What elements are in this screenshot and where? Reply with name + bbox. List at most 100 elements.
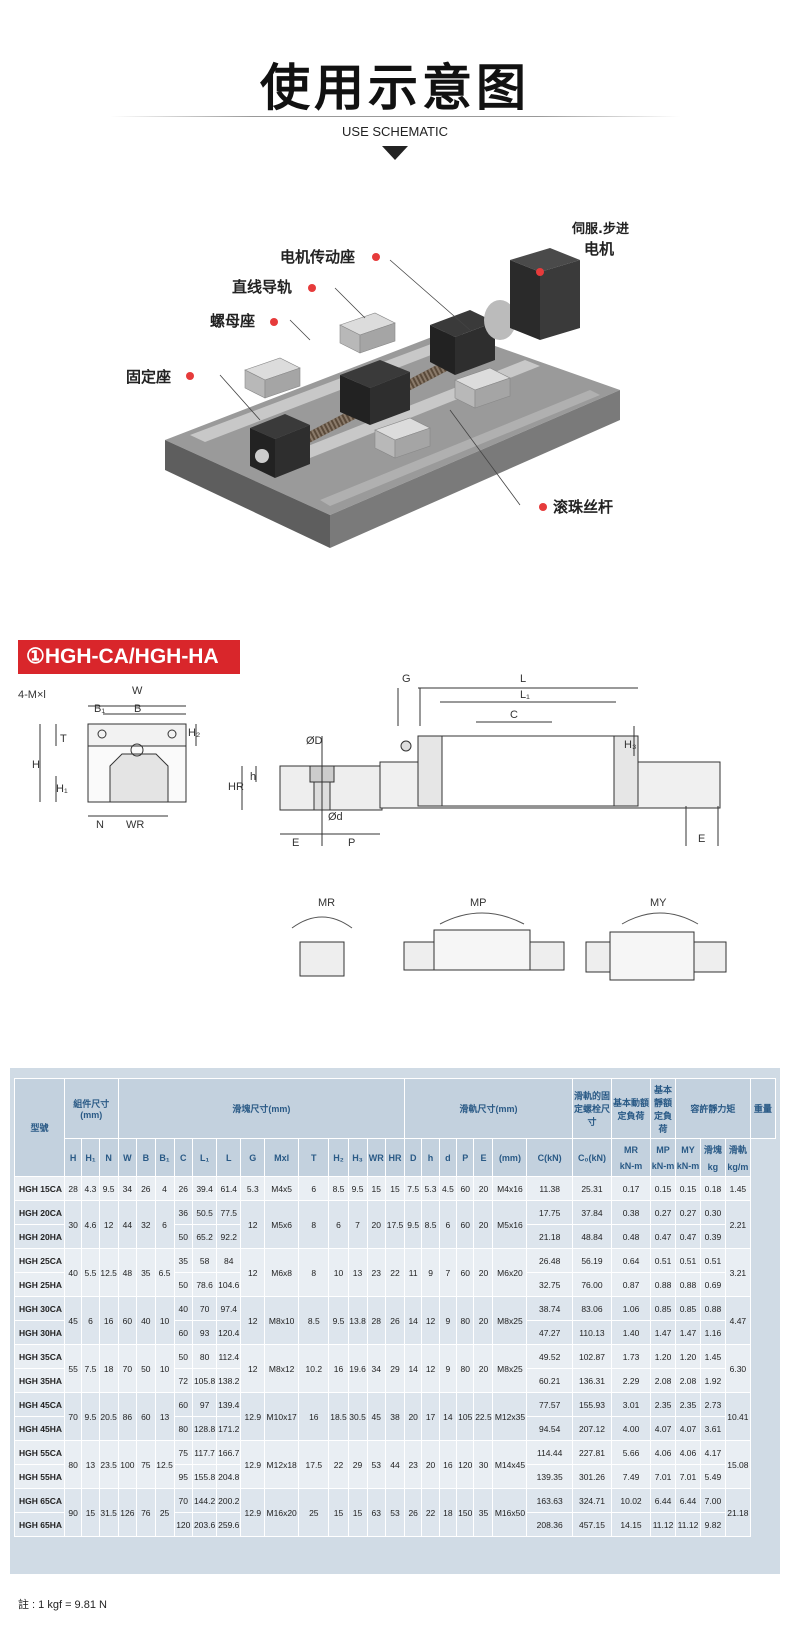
table-cell: 0.51 (650, 1248, 676, 1273)
table-cell: 7.00 (699, 1488, 726, 1513)
dim-L1: L₁ (520, 689, 530, 701)
sub-header-cell: B₁ (154, 1138, 175, 1177)
table-cell: 70 (191, 1296, 218, 1321)
table-cell: 80 (191, 1344, 218, 1369)
table-cell: 259.6 (216, 1512, 242, 1537)
table-cell: 11 (404, 1248, 423, 1297)
table-cell: 17.5 (384, 1200, 406, 1249)
dim-E-mid: E (292, 837, 299, 849)
sub-header-cell: T (298, 1138, 330, 1177)
moment-MR: MR (318, 897, 335, 909)
table-cell: 1.73 (610, 1344, 652, 1369)
table-cell: 0.27 (650, 1200, 676, 1225)
table-cell: 1.20 (650, 1344, 676, 1369)
sub-header-cell: HR (384, 1138, 406, 1177)
table-cell: 2.35 (650, 1392, 676, 1417)
table-cell: 7.01 (650, 1464, 676, 1489)
table-cell: 13 (81, 1440, 100, 1489)
ball-screw-marker (539, 503, 547, 511)
table-cell: 20 (473, 1200, 494, 1249)
table-cell: 15 (366, 1176, 386, 1201)
table-cell: 13 (154, 1392, 175, 1441)
table-cell: 0.30 (699, 1200, 726, 1225)
table-cell: 139.35 (526, 1464, 573, 1489)
table-cell: 40 (136, 1296, 156, 1345)
table-cell: 0.85 (675, 1296, 701, 1321)
table-cell: 1.40 (610, 1320, 652, 1345)
table-cell: 40 (63, 1248, 83, 1297)
sub-header-cell: L₁ (191, 1138, 218, 1177)
table-cell: 48 (117, 1248, 138, 1297)
table-cell: 8.5 (298, 1296, 330, 1345)
table-cell: 8.5 (421, 1200, 440, 1249)
table-cell: 110.13 (571, 1320, 613, 1345)
table-cell: 9 (438, 1344, 458, 1393)
table-cell: 20 (404, 1392, 423, 1441)
table-cell: 97 (191, 1392, 218, 1417)
table-cell: 7.5 (81, 1344, 100, 1393)
table-cell: 10 (154, 1344, 175, 1393)
table-cell: 0.18 (699, 1176, 726, 1201)
table-cell: HGH 45HA (14, 1416, 65, 1441)
table-cell: 90 (63, 1488, 83, 1537)
table-cell: 0.51 (675, 1248, 701, 1273)
hdr-weight: 重量 (749, 1078, 777, 1139)
table-cell: M4x5 (264, 1176, 300, 1201)
dim-d-small: Ød (328, 811, 343, 823)
table-cell: 6.5 (154, 1248, 175, 1297)
table-cell: 50 (173, 1272, 194, 1297)
table-cell: 10 (154, 1296, 175, 1345)
table-cell: 120 (456, 1440, 475, 1489)
table-cell: 23 (404, 1440, 423, 1489)
table-cell: 16 (438, 1440, 458, 1489)
table-cell: 204.8 (216, 1464, 242, 1489)
table-cell: 120 (173, 1512, 194, 1537)
table-cell: 5.3 (240, 1176, 266, 1201)
section-tag: ①HGH-CA/HGH-HA (18, 640, 240, 674)
table-cell: HGH 20CA (14, 1200, 65, 1225)
table-cell: 17.5 (298, 1440, 330, 1489)
table-cell: 4.00 (610, 1416, 652, 1441)
dim-L: L (520, 673, 526, 685)
fixed-seat-label: 固定座 (126, 368, 172, 386)
table-cell: 4.06 (675, 1440, 701, 1465)
table-cell: 35 (136, 1248, 156, 1297)
table-cell: HGH 30HA (14, 1320, 65, 1345)
table-cell: HGH 55CA (14, 1440, 65, 1465)
table-cell: 9.82 (699, 1512, 726, 1537)
table-cell: 14.15 (610, 1512, 652, 1537)
table-cell: 30 (63, 1200, 83, 1249)
table-cell: M12x18 (264, 1440, 300, 1489)
table-cell: 0.47 (650, 1224, 676, 1249)
table-cell: 8.5 (328, 1176, 349, 1201)
table-cell: 0.15 (675, 1176, 701, 1201)
table-cell: 1.47 (675, 1320, 701, 1345)
table-cell: 5.5 (81, 1248, 100, 1297)
motor-label: 电机 (584, 240, 615, 258)
table-cell: 114.44 (526, 1440, 573, 1465)
hdr-dyn: 基本動額定負荷 (610, 1078, 652, 1139)
table-cell: 10.2 (298, 1344, 330, 1393)
dim-G: G (402, 673, 411, 685)
table-cell: 12.5 (98, 1248, 119, 1297)
sub-header-cell: WR (366, 1138, 386, 1177)
table-cell: 22.5 (473, 1392, 494, 1441)
table-cell: 12 (421, 1296, 440, 1345)
table-cell: 3.01 (610, 1392, 652, 1417)
table-cell: 138.2 (216, 1368, 242, 1393)
table-cell: 70 (173, 1488, 194, 1513)
table-cell: 0.85 (650, 1296, 676, 1321)
table-cell: 29 (384, 1344, 406, 1393)
spec-table: 型號 組件尺寸(mm) 滑塊尺寸(mm) 滑軌尺寸(mm) 滑軌的固定螺栓尺寸 … (14, 1078, 777, 1537)
table-cell: 61.4 (216, 1176, 242, 1201)
table-cell: 34 (117, 1176, 138, 1201)
footnote: 註 : 1 kgf = 9.81 N (18, 1599, 107, 1611)
table-cell: 3.61 (699, 1416, 726, 1441)
dim-WR: WR (126, 819, 144, 831)
hdr-block: 滑塊尺寸(mm) (117, 1078, 406, 1139)
table-cell: 78.6 (191, 1272, 218, 1297)
